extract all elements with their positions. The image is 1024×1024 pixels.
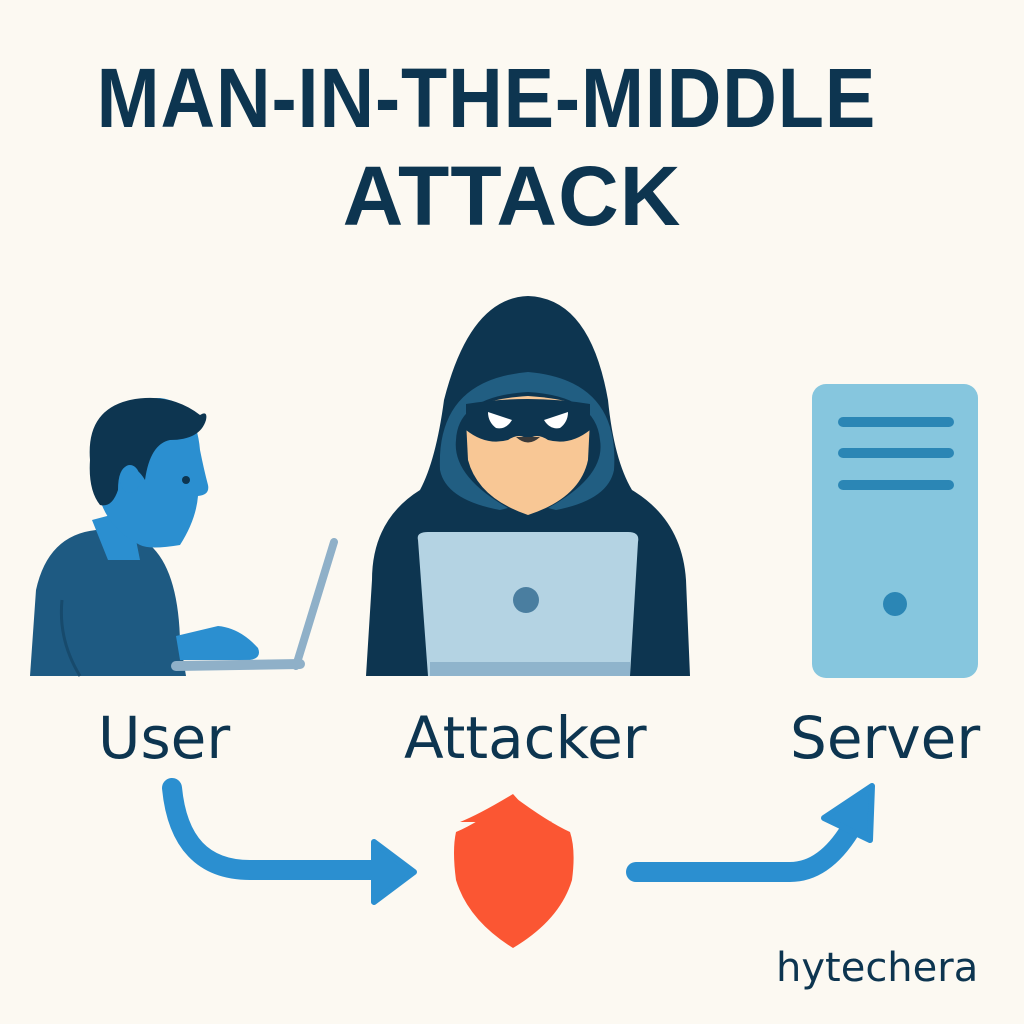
- hooded-hacker-icon: [366, 296, 690, 676]
- title-line-2: ATTACK: [342, 149, 682, 243]
- person-at-laptop-icon: [30, 397, 338, 677]
- shield-icon: [454, 794, 574, 948]
- title-line-1: MAN-IN-THE-MIDDLE: [96, 51, 877, 145]
- user-to-attacker-arrow: [162, 778, 417, 905]
- brand-logo-text: hytechera: [776, 945, 979, 991]
- user-label: User: [98, 704, 231, 772]
- server-tower-icon: [812, 384, 978, 678]
- attacker-to-server-arrow: [626, 783, 875, 882]
- server-label: Server: [790, 704, 981, 772]
- attacker-label: Attacker: [404, 704, 647, 772]
